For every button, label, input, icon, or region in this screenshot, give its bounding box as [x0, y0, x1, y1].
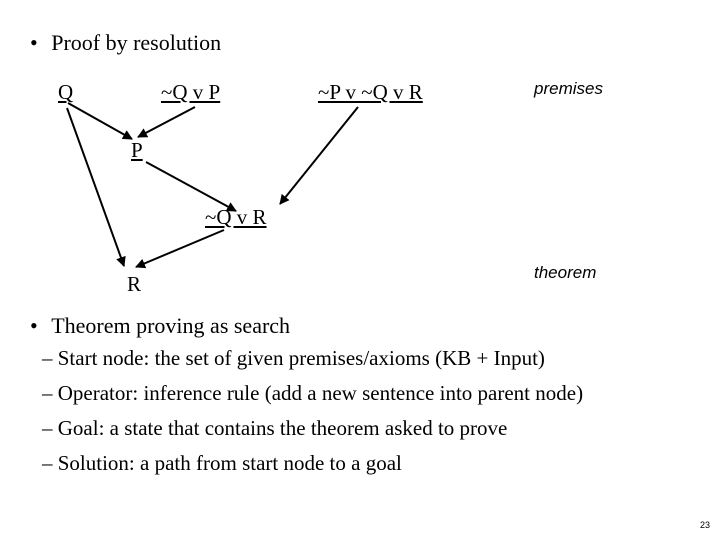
- arrow-q-to-r: [66, 107, 126, 267]
- arrow-p-to-notq-or-r: [145, 161, 237, 212]
- bullet-theorem-proving: • Theorem proving as search: [30, 313, 290, 339]
- heading-theorem-proving: Theorem proving as search: [51, 313, 291, 338]
- label-theorem: theorem: [534, 263, 597, 282]
- node-q: Q: [58, 80, 74, 104]
- arrow-notq-or-r-to-r: [135, 229, 225, 269]
- label-premises: premises: [534, 79, 603, 98]
- node-not-q-or-r: ~Q v R: [205, 205, 267, 229]
- node-p: P: [131, 138, 143, 162]
- bullet-dot: •: [30, 313, 38, 338]
- sub-item-goal: – Goal: a state that contains the theore…: [42, 416, 508, 440]
- page-number: 23: [700, 520, 711, 530]
- arrow-notq-or-p-to-p: [137, 106, 196, 138]
- sub-item-start-node: – Start node: the set of given premises/…: [42, 346, 545, 370]
- arrow-q-to-p: [67, 102, 133, 140]
- heading-proof-by-resolution: Proof by resolution: [51, 30, 222, 55]
- node-r: R: [127, 272, 142, 296]
- arrow-notp-notq-r-to-notq-or-r: [279, 106, 359, 205]
- bullet-dot: •: [30, 30, 38, 55]
- bullet-proof-by-resolution: • Proof by resolution: [30, 30, 221, 56]
- sub-item-operator: – Operator: inference rule (add a new se…: [42, 381, 584, 405]
- sub-item-solution: – Solution: a path from start node to a …: [42, 451, 402, 475]
- node-not-q-or-p: ~Q v P: [161, 80, 221, 104]
- node-not-p-or-not-q-or-r: ~P v ~Q v R: [318, 80, 423, 104]
